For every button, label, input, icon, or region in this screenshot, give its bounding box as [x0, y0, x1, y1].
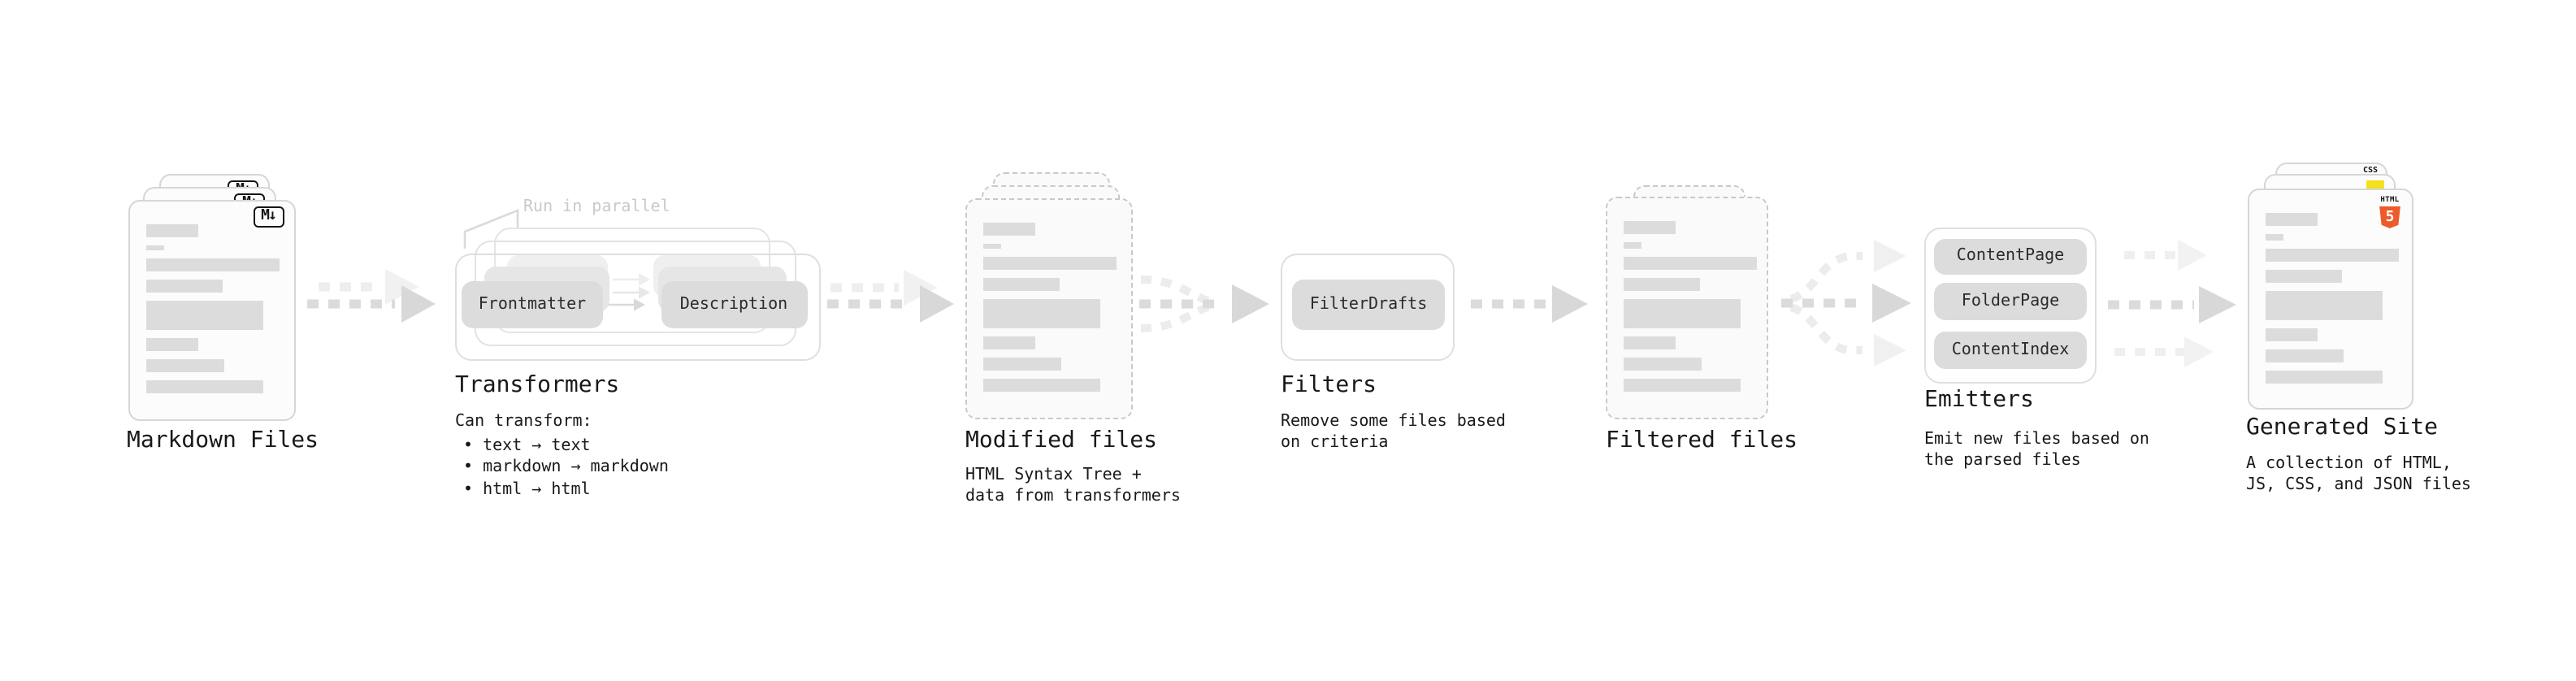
contentpage-node: ContentPage: [1934, 238, 2087, 274]
filters-desc-line: on criteria: [1281, 434, 1389, 453]
arrow-filtered-to-emitters-fanout: [1781, 240, 1911, 367]
filterdrafts-node: FilterDrafts: [1292, 279, 1445, 330]
doc-content-placeholder: [2265, 213, 2398, 383]
generated-desc-line: JS, CSS, and JSON files: [2246, 476, 2471, 495]
transformers-box-front: [455, 254, 821, 361]
generated-doc-front-html: HTML 5: [2247, 189, 2413, 410]
filters-desc-line: Remove some files based: [1281, 413, 1506, 431]
folderpage-node: FolderPage: [1934, 283, 2087, 320]
emitters-box: [1924, 228, 2097, 384]
html5-shield: 5: [2379, 206, 2400, 228]
filtered-doc-front: [1606, 197, 1768, 419]
markdown-icon: M↓: [253, 206, 284, 227]
frontmatter-node: Frontmatter: [462, 280, 603, 327]
emitters-desc: Emit new files based on the parsed files: [1924, 429, 2149, 472]
modified-desc: HTML Syntax Tree + data from transformer…: [965, 465, 1181, 508]
description-node: Description: [661, 280, 807, 327]
label-emitters: Emitters: [1924, 386, 2034, 412]
markdown-badge-label: M↓: [261, 208, 277, 224]
generated-desc-line: A collection of HTML,: [2246, 455, 2452, 473]
doc-content-placeholder: [1624, 221, 1757, 391]
html5-word: HTML: [2380, 197, 2400, 205]
doc-content-placeholder: [983, 222, 1117, 392]
arrow-emitters-to-generated: [2108, 240, 2236, 367]
mini-arrows-frontmatter-to-description: [608, 273, 650, 311]
filters-desc: Remove some files based on criteria: [1281, 411, 1506, 454]
modified-desc-line: HTML Syntax Tree +: [965, 466, 1142, 484]
modified-doc-front: [965, 197, 1133, 419]
bullet-text-to-text: • text → text: [463, 437, 591, 455]
doc-content-placeholder: [145, 223, 279, 393]
generated-desc: A collection of HTML, JS, CSS, and JSON …: [2246, 453, 2471, 497]
modified-desc-line: data from transformers: [965, 488, 1181, 506]
arrow-markdown-to-transformers: [307, 269, 436, 323]
markdown-doc-front: M↓: [128, 199, 295, 420]
transformers-desc-heading: Can transform:: [455, 413, 592, 431]
filters-box: [1281, 254, 1455, 361]
run-in-parallel-leader-line: [463, 209, 519, 249]
bullet-html-to-html: • html → html: [463, 480, 591, 499]
label-transformers: Transformers: [455, 372, 620, 398]
label-markdown-files: Markdown Files: [127, 427, 319, 453]
contentindex-node: ContentIndex: [1934, 332, 2087, 368]
label-generated-site: Generated Site: [2246, 414, 2439, 440]
html5-number: 5: [2385, 209, 2395, 225]
arrow-filters-to-filtered: [1471, 285, 1588, 323]
label-filtered-files: Filtered files: [1606, 427, 1798, 453]
emitters-desc-line: the parsed files: [1924, 452, 2081, 471]
bullet-markdown-to-markdown: • markdown → markdown: [463, 458, 669, 477]
run-in-parallel-note: Run in parallel: [523, 198, 670, 216]
transformers-bullets: • text → text • markdown → markdown • ht…: [463, 436, 669, 501]
emitters-desc-line: Emit new files based on: [1924, 431, 2149, 449]
label-modified-files: Modified files: [965, 427, 1158, 453]
arrow-transformers-to-modified: [827, 270, 954, 323]
js-icon: [2366, 180, 2384, 191]
arrow-modified-to-filters-merge: [1139, 275, 1269, 332]
label-filters: Filters: [1281, 372, 1377, 398]
css-badge-label: CSS: [2362, 166, 2378, 176]
html5-icon: HTML 5: [2379, 197, 2401, 228]
